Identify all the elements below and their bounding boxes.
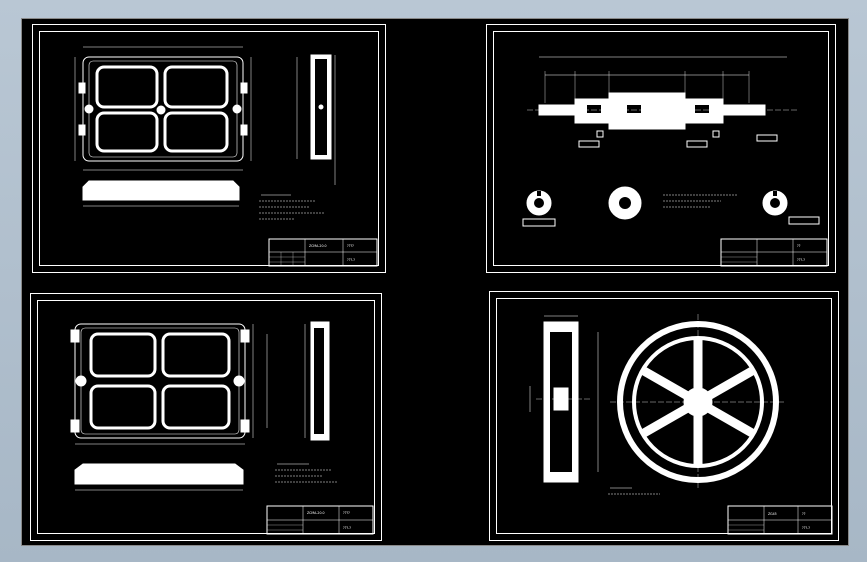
shaft-drawing: ?? ???-? [522,56,828,267]
title-block-drawing-no: ???-? [802,526,810,530]
title-block-code: ZCMA-20.0 [309,244,327,248]
drawing-sheet-frame-top[interactable]: ZCMA-20.0 ???? ???-? [32,24,386,273]
title-block-name: ?? [797,244,801,248]
title-block-name: ???? [347,244,354,248]
drawing-sheet-shaft[interactable]: ?? ???-? [486,24,836,273]
title-block-drawing-no: ???-? [797,258,805,262]
wheel-drawing: ZG45 ?? ???-? [529,314,833,535]
frame-part-drawing: ZCMA-20.0 ???? ???-? [74,46,378,267]
sheet-border [37,300,375,534]
title-block-name: ?? [802,512,806,516]
title-block-drawing-no: ???-? [347,258,355,262]
drawing-sheet-wheel[interactable]: ZG45 ?? ???-? [489,291,839,541]
frame-part-drawing: ZCMA-20.0 ???? ???-? [70,321,374,535]
title-block-code: ZG45 [768,512,777,516]
sheet-border [39,31,379,266]
title-block-name: ???? [343,511,350,515]
title-block-code: ZCMA-20.0 [307,511,325,515]
sheet-border [496,298,832,534]
sheet-border [493,31,829,266]
drawing-sheet-frame-bottom[interactable]: ZCMA-20.0 ???? ???-? [30,293,382,541]
title-block-drawing-no: ???-? [343,526,351,530]
cad-drawing-canvas[interactable]: ZCMA-20.0 ???? ???-? [21,18,849,546]
